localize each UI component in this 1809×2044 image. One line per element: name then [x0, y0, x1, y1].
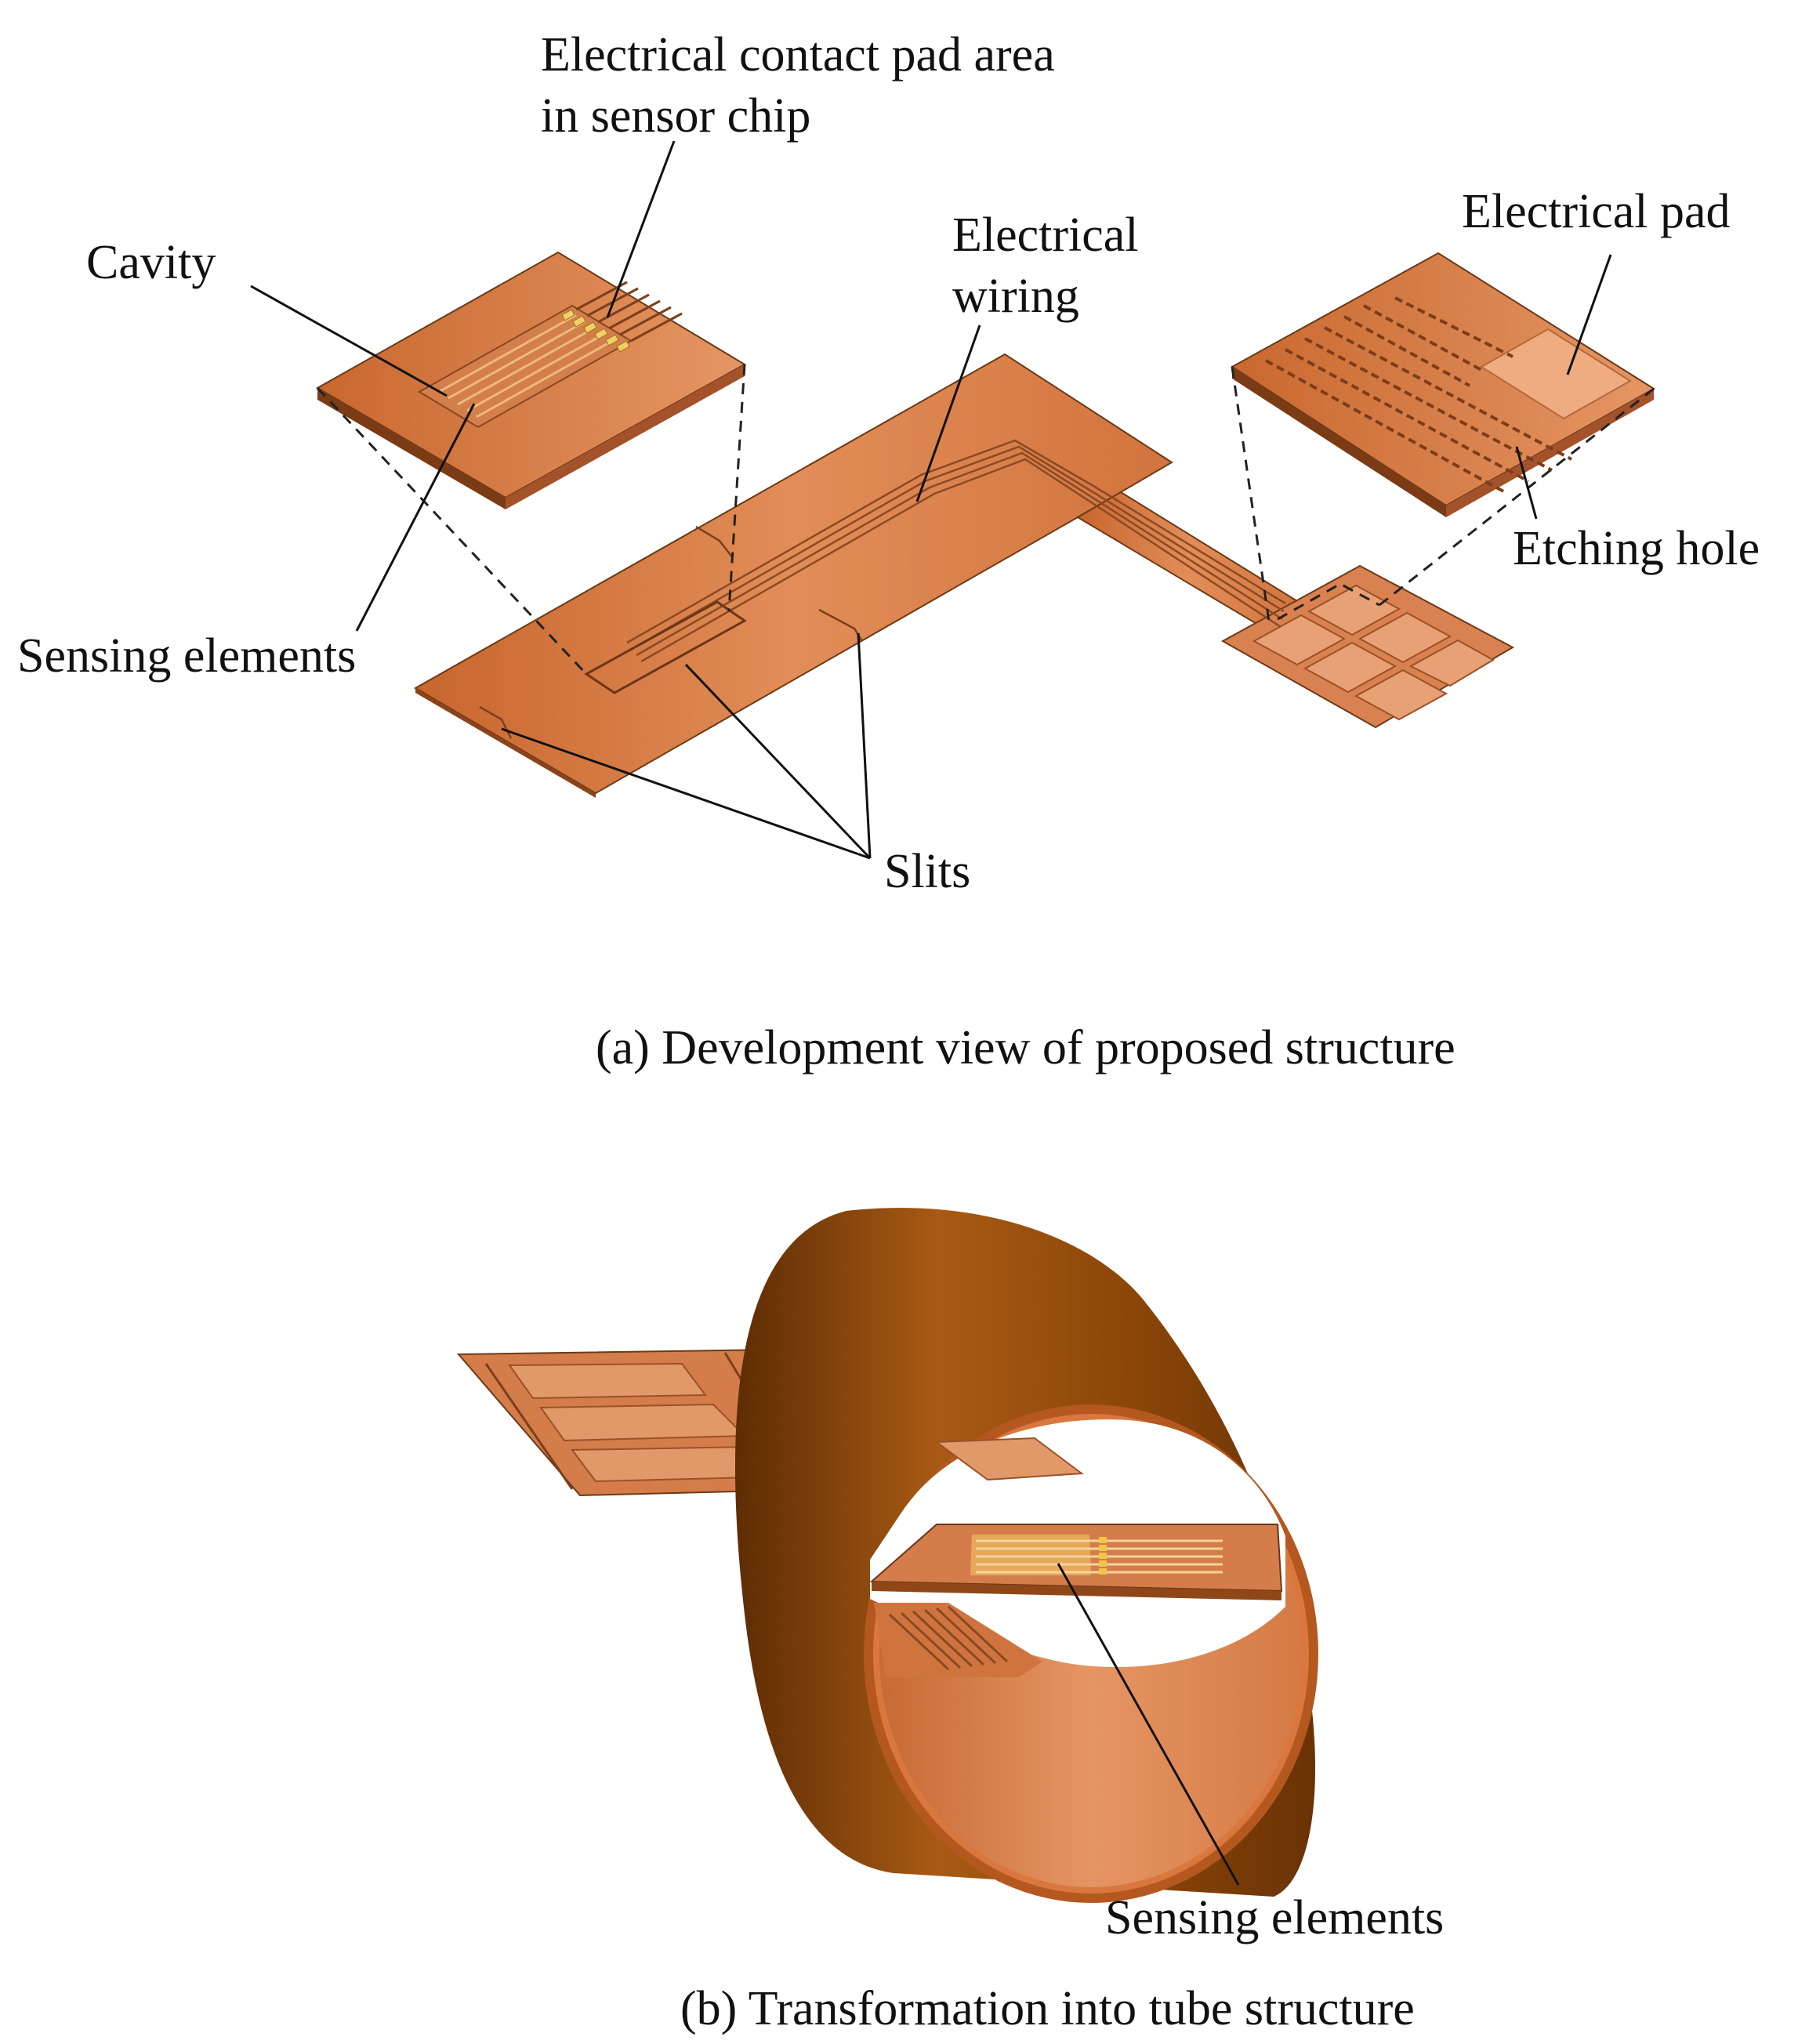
leader-slit-2 — [684, 663, 872, 860]
sensing-element-strips — [438, 313, 614, 419]
label-electrical-pad: Electrical pad — [1462, 185, 1731, 238]
caption-a: (a) Development view of proposed structu… — [596, 1021, 1456, 1075]
pad-panel-cells — [1252, 584, 1495, 721]
leader-sensing-elements — [355, 403, 476, 632]
chip-inset-side-right — [506, 364, 745, 509]
leader-sensing-elements-b — [1057, 1563, 1240, 1886]
panel-a: Electrical contact pad area in sensor ch… — [17, 28, 1760, 1075]
leader-cavity — [250, 284, 448, 397]
label-slits: Slits — [884, 845, 970, 898]
electrical-pad-inset — [1231, 252, 1655, 517]
label-cavity: Cavity — [86, 236, 216, 289]
panel-b: Sensing elements (b) Transformation into… — [456, 1208, 1444, 2035]
contact-pads-gold — [561, 309, 630, 353]
sensor-chip-inset — [315, 251, 746, 509]
pad-panel — [1220, 564, 1515, 729]
label-wiring-2: wiring — [952, 270, 1079, 323]
pad-inset-side-right — [1446, 389, 1654, 517]
chip-bar-side — [872, 1582, 1282, 1600]
label-contact-pad-1: Electrical contact pad area — [541, 28, 1055, 82]
leader-etching-hole — [1515, 446, 1538, 520]
leader-contact-pad — [606, 140, 676, 318]
leader-wiring — [915, 324, 981, 502]
leader-lines-a — [250, 140, 1612, 860]
development-sheet — [413, 353, 1515, 798]
leader-slit-1 — [501, 727, 871, 860]
label-sensing-elements-b: Sensing elements — [1105, 1891, 1444, 1944]
electrical-wiring — [626, 439, 1286, 663]
sensor-chip-bar — [869, 1524, 1283, 1600]
labels-a: Electrical contact pad area in sensor ch… — [17, 28, 1760, 1075]
slit-2 — [695, 525, 734, 559]
chip-bar-gold-pads — [1099, 1537, 1107, 1575]
leader-electrical-pad — [1566, 254, 1612, 375]
label-contact-pad-2: in sensor chip — [541, 89, 810, 143]
electrical-pad — [1480, 328, 1632, 420]
pad-inset-side-front — [1232, 367, 1446, 517]
label-wiring-1: Electrical — [952, 208, 1139, 262]
chip-inset-side-front — [317, 388, 506, 509]
label-etching-hole: Etching hole — [1513, 522, 1760, 575]
projection-lines — [316, 364, 1655, 676]
chip-location-box — [584, 600, 747, 694]
sheet-edge — [415, 688, 596, 798]
caption-b: (b) Transformation into tube structure — [680, 1982, 1415, 2035]
pad-detail-box — [1277, 582, 1380, 621]
etching-holes — [1265, 296, 1572, 494]
inner-wiring-lines — [888, 1605, 1009, 1671]
label-sensing-elements-a: Sensing elements — [17, 629, 356, 683]
leader-slit-3 — [857, 632, 872, 859]
tube-inner-pads — [934, 1437, 1084, 1481]
